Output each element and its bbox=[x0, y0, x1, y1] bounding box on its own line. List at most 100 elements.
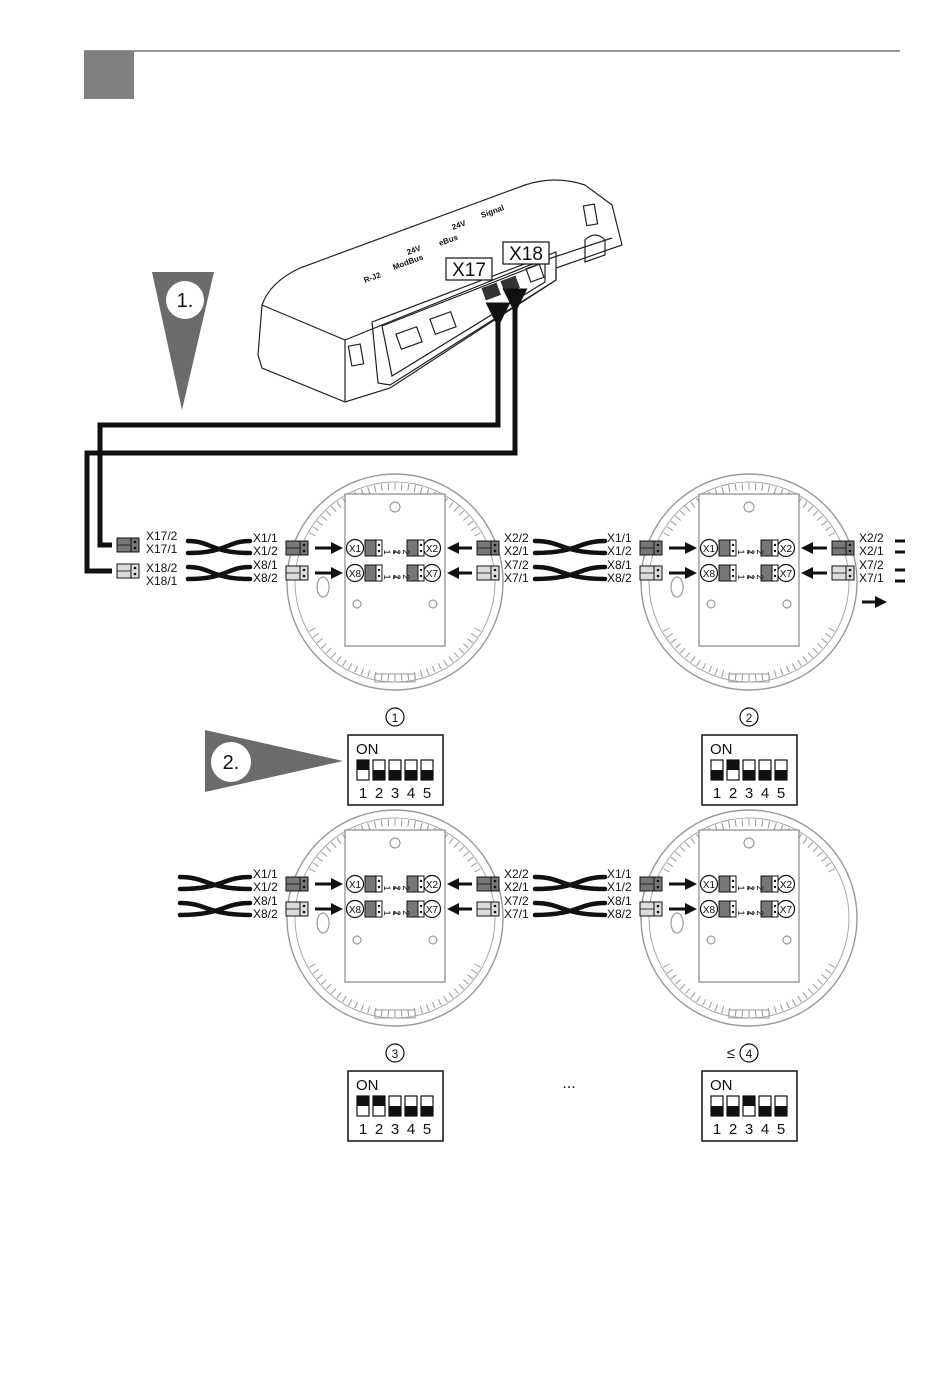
pin-block-body bbox=[718, 900, 731, 918]
tooth bbox=[807, 505, 814, 512]
tooth bbox=[679, 510, 686, 517]
tooth bbox=[812, 846, 819, 853]
terminal-x7: X7 bbox=[422, 563, 442, 583]
housing-label-rj2: R-J2 bbox=[363, 270, 383, 285]
unit-number-label: 1 bbox=[392, 711, 399, 725]
tooth bbox=[458, 983, 465, 990]
unit-bottom-tab bbox=[728, 1009, 770, 1019]
terminal-x1: X1 bbox=[345, 874, 365, 894]
connector-pin bbox=[656, 568, 660, 572]
dip-number: 1 bbox=[359, 785, 367, 802]
tooth bbox=[817, 979, 823, 985]
connector-x2 bbox=[476, 876, 500, 892]
controller-housing: Signal 24V eBus 24V ModBus R-J2 bbox=[257, 179, 623, 403]
step-1-marker: 1. bbox=[152, 272, 214, 410]
terminal-label: X7 bbox=[780, 569, 793, 580]
dip-number: 3 bbox=[391, 785, 399, 802]
tooth bbox=[817, 851, 823, 857]
connector-pin bbox=[133, 546, 137, 550]
tooth bbox=[684, 652, 691, 659]
pin-block-contacts bbox=[417, 875, 425, 893]
tooth bbox=[690, 656, 696, 663]
twist-unit1-unit2-a bbox=[532, 538, 608, 556]
pin-block-x7 bbox=[406, 564, 425, 582]
terminal-ring bbox=[699, 874, 719, 894]
tooth bbox=[817, 515, 823, 521]
dip-lever bbox=[405, 1106, 417, 1116]
connector-x1 bbox=[285, 876, 309, 892]
terminal-x1: X1 bbox=[699, 874, 719, 894]
pin-contact bbox=[773, 910, 777, 914]
tooth bbox=[373, 821, 377, 829]
tooth bbox=[316, 520, 323, 526]
tooth bbox=[367, 486, 371, 494]
unit-screw-right bbox=[428, 599, 438, 609]
tooth bbox=[666, 969, 674, 974]
tooth bbox=[321, 851, 327, 857]
pin-block-contacts bbox=[729, 564, 737, 582]
dip-lever bbox=[421, 770, 433, 780]
dip-number: 1 bbox=[713, 1121, 721, 1138]
unit-bottom-tab bbox=[728, 673, 770, 683]
chapter-tab bbox=[84, 51, 134, 99]
tooth bbox=[802, 992, 808, 999]
tooth bbox=[413, 821, 417, 829]
tooth bbox=[828, 627, 835, 632]
pin-block-x2 bbox=[406, 875, 425, 893]
tooth bbox=[812, 647, 819, 654]
tooth bbox=[824, 526, 832, 531]
connector-pin bbox=[302, 543, 306, 547]
tooth bbox=[336, 501, 342, 508]
connector-pin bbox=[656, 910, 660, 914]
label-x7-2: X7/2 bbox=[504, 894, 529, 908]
pin-block-x7 bbox=[406, 900, 425, 918]
tooth bbox=[802, 656, 808, 663]
pin-block-contacts bbox=[771, 564, 779, 582]
connector-pin bbox=[848, 549, 852, 553]
tooth bbox=[336, 656, 342, 663]
port-x18-callout: X18 bbox=[502, 241, 550, 265]
dip-number: 5 bbox=[423, 1121, 431, 1138]
pin-number-1: 1 bbox=[382, 574, 392, 579]
pin-contact bbox=[731, 904, 735, 908]
pin-block-x1 bbox=[718, 539, 737, 557]
terminal-label: X2 bbox=[426, 544, 439, 555]
connector-pin bbox=[302, 568, 306, 572]
tooth bbox=[785, 665, 790, 673]
tooth bbox=[807, 841, 814, 848]
connector-x1 bbox=[639, 540, 663, 556]
tooth bbox=[330, 505, 337, 512]
pin-number-2: 2 bbox=[746, 574, 756, 579]
tooth bbox=[448, 656, 454, 663]
tooth bbox=[734, 483, 737, 491]
pin-number-2: 2 bbox=[392, 910, 402, 915]
pin-block-body bbox=[364, 875, 377, 893]
tooth bbox=[470, 862, 478, 867]
connector-x8 bbox=[639, 565, 663, 581]
pin-number-2: 2 bbox=[746, 549, 756, 554]
pin-number-2: 2 bbox=[392, 885, 402, 890]
pin-block-x1 bbox=[364, 539, 383, 557]
label-x2-1: X2/1 bbox=[504, 880, 529, 894]
pin-block-body bbox=[364, 900, 377, 918]
label-x1-1: X1/1 bbox=[607, 867, 632, 881]
tooth bbox=[367, 822, 371, 830]
tooth bbox=[773, 1006, 777, 1014]
unit-outer-ring bbox=[640, 809, 858, 1027]
terminal-x8: X8 bbox=[345, 563, 365, 583]
terminal-label: X8 bbox=[703, 569, 716, 580]
tooth bbox=[325, 846, 332, 853]
twist-wire-b bbox=[532, 900, 608, 918]
unit-screw-right bbox=[428, 935, 438, 945]
cable-label-x18-2: X18/2 bbox=[146, 561, 178, 575]
twist-wire-a bbox=[185, 564, 253, 582]
dip-number: 4 bbox=[407, 1121, 415, 1138]
dip-lever bbox=[357, 1096, 369, 1106]
tooth bbox=[824, 862, 832, 867]
pin-number-1: 1 bbox=[391, 885, 401, 890]
